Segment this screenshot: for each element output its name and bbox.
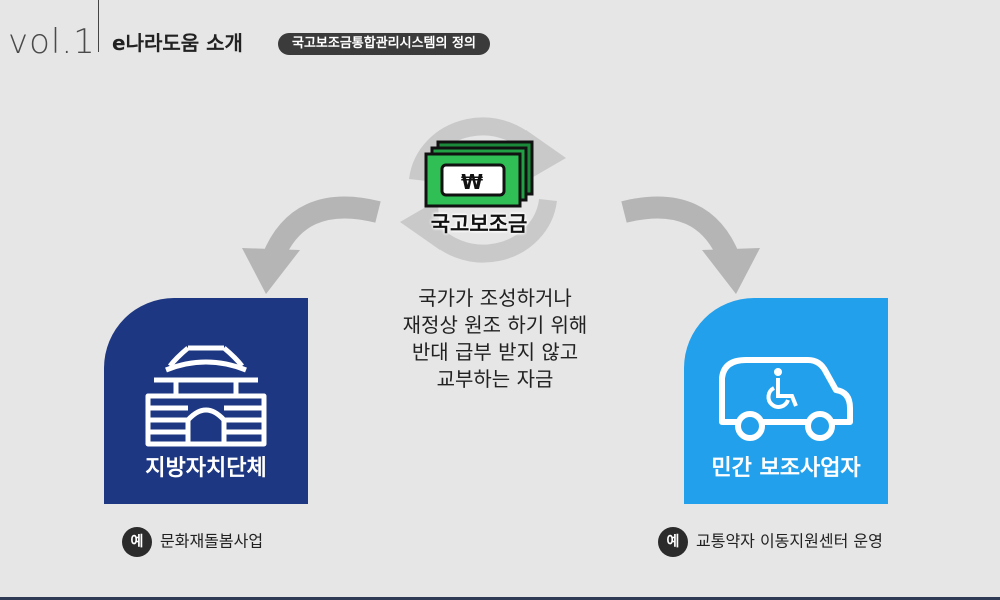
- definition-text: 국가가 조성하거나 재정상 원조 하기 위해 반대 급부 받지 않고 교부하는 …: [350, 285, 640, 393]
- private-operator-label: 민간 보조사업자: [711, 456, 861, 481]
- definition-line: 국가가 조성하거나: [418, 286, 572, 310]
- definition-line: 반대 급부 받지 않고: [411, 340, 579, 364]
- arrow-left-icon: [242, 196, 381, 294]
- example-badge: 예: [122, 526, 152, 557]
- bottom-border: [0, 597, 1000, 600]
- local-government-card: 지방자치단체: [104, 298, 308, 504]
- private-operator-card: 민간 보조사업자: [684, 298, 888, 504]
- page-title: e나라도움 소개: [112, 31, 243, 55]
- money-label: 국고보조금: [430, 212, 528, 236]
- subtitle-badge: 국고보조금통합관리시스템의 정의: [278, 33, 490, 55]
- money-stack-icon: [424, 140, 534, 208]
- arrow-right-icon: [621, 196, 760, 294]
- example-badge: 예: [658, 526, 688, 557]
- definition-line: 재정상 원조 하기 위해: [402, 313, 588, 337]
- won-symbol: ₩: [460, 170, 484, 194]
- header-divider: [98, 0, 99, 52]
- local-government-label: 지방자치단체: [145, 456, 267, 481]
- example-left: 예 문화재돌봄사업: [122, 526, 264, 557]
- wheelchair-van-icon: [719, 357, 853, 441]
- recycle-arrows-icon: [400, 117, 566, 263]
- example-right-text: 교통약자 이동지원센터 운영: [696, 531, 883, 551]
- example-left-text: 문화재돌봄사업: [160, 531, 264, 551]
- volume-label: vol.1: [8, 22, 96, 62]
- definition-line: 교부하는 자금: [436, 367, 554, 391]
- example-right: 예 교통약자 이동지원센터 운영: [658, 526, 883, 557]
- fortress-gate-icon: [145, 345, 267, 447]
